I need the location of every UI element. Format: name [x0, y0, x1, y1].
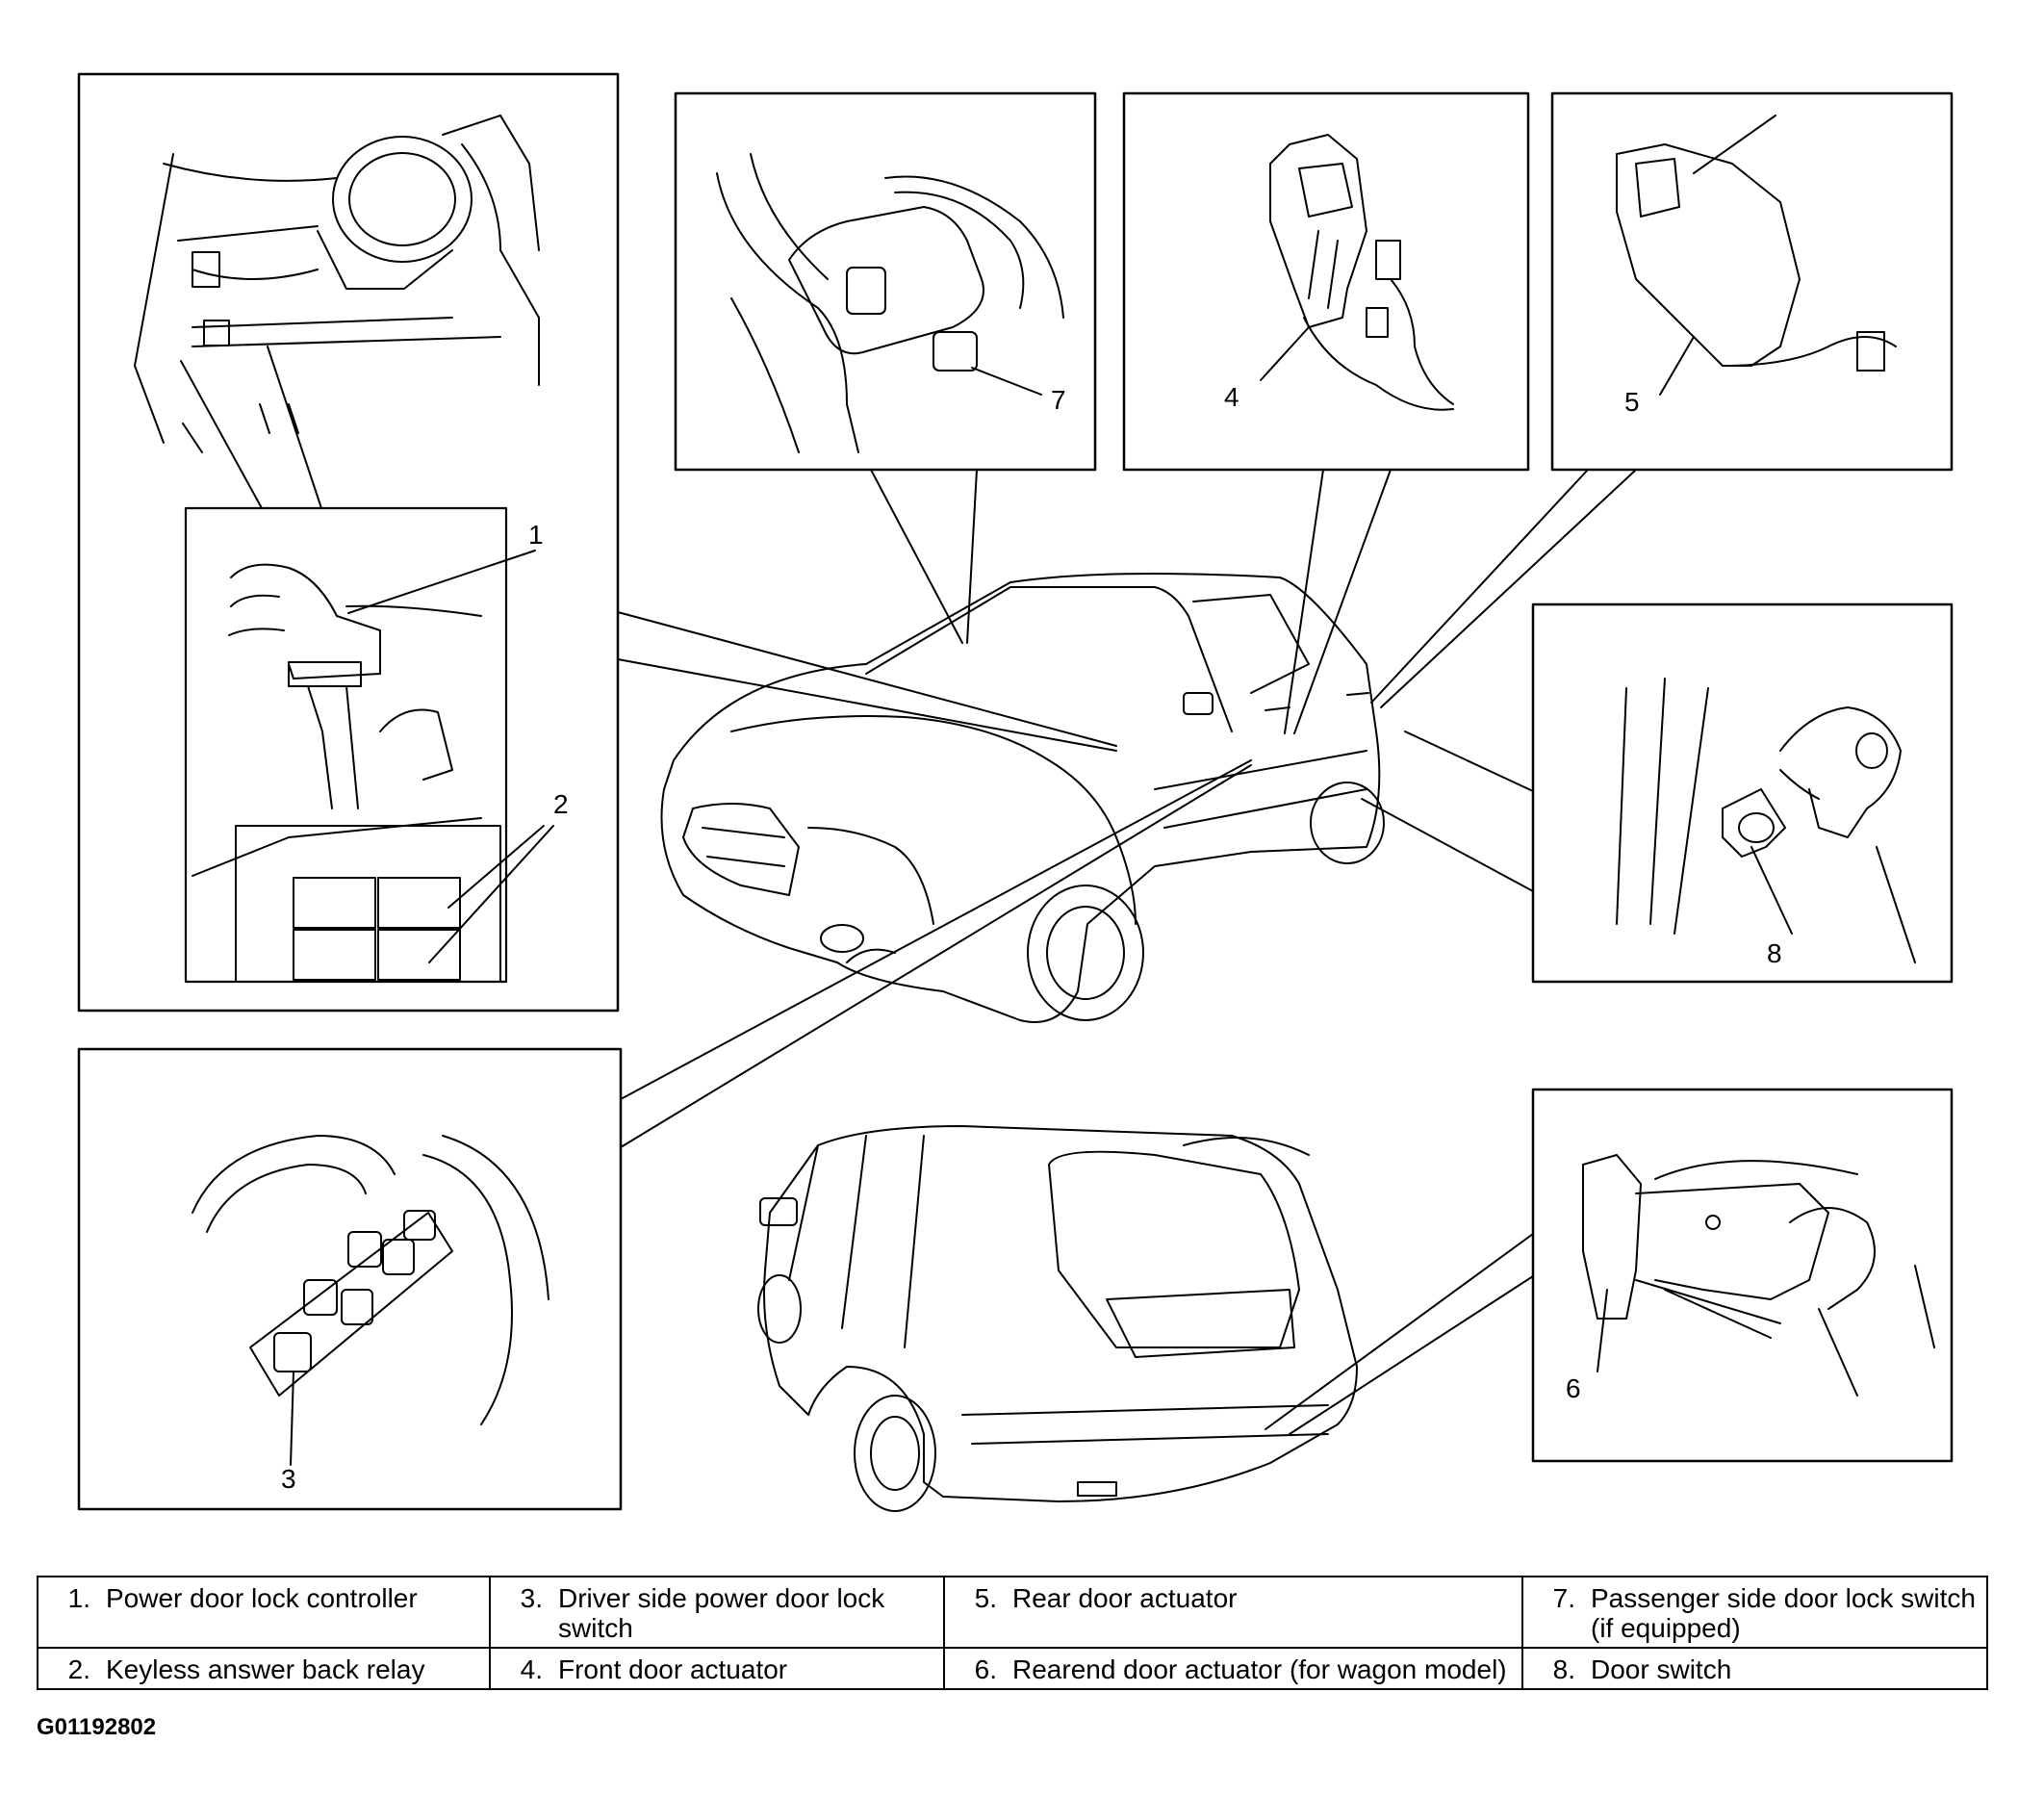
callout-1: 1	[528, 520, 544, 550]
car-rear-view	[757, 1125, 1358, 1512]
callout-8: 8	[1767, 938, 1782, 968]
legend-item-2: 2.Keyless answer back relay	[67, 1654, 425, 1684]
diagram-illustration: 1 2 3 4 5 6 7 8	[77, 72, 1954, 1512]
panel-passenger-switch	[674, 91, 1097, 644]
callout-2: 2	[553, 789, 569, 819]
pointer-lines-dashboard	[617, 611, 1117, 752]
callout-labels: 1 2 3 4 5 6 7 8	[281, 382, 1782, 1494]
callout-7: 7	[1051, 385, 1066, 415]
legend-table: 1.Power door lock controller 3.Driver si…	[37, 1576, 1988, 1690]
legend-item-6: 6.Rearend door actuator (for wagon model…	[974, 1654, 1507, 1684]
callout-4: 4	[1224, 382, 1239, 412]
legend-item-7: 7.Passenger side door lock switch (if eq…	[1552, 1583, 1976, 1643]
panel-dashboard-controller	[77, 72, 620, 1013]
figure-code: G01192802	[37, 1714, 157, 1740]
legend-item-5: 5.Rear door actuator	[974, 1583, 1238, 1613]
legend-row: 1.Power door lock controller 3.Driver si…	[37, 1576, 1988, 1649]
panel-front-door-actuator	[1122, 91, 1530, 734]
legend-item-8: 8.Door switch	[1552, 1654, 1732, 1684]
callout-3: 3	[281, 1464, 296, 1494]
panel-rear-door-actuator	[1370, 91, 1954, 708]
callout-6: 6	[1566, 1373, 1581, 1403]
legend-row: 2.Keyless answer back relay 4.Front door…	[37, 1647, 1988, 1690]
panel-driver-switch	[77, 759, 1252, 1511]
legend-item-1: 1.Power door lock controller	[67, 1583, 418, 1613]
legend-item-4: 4.Front door actuator	[520, 1654, 788, 1684]
legend-item-3: 3.Driver side power door lock switch	[520, 1583, 885, 1643]
panel-door-switch	[1361, 603, 1954, 984]
callout-5: 5	[1624, 387, 1640, 417]
panel-rearend-door-actuator	[1265, 1088, 1954, 1463]
car-front-view	[660, 573, 1385, 1023]
